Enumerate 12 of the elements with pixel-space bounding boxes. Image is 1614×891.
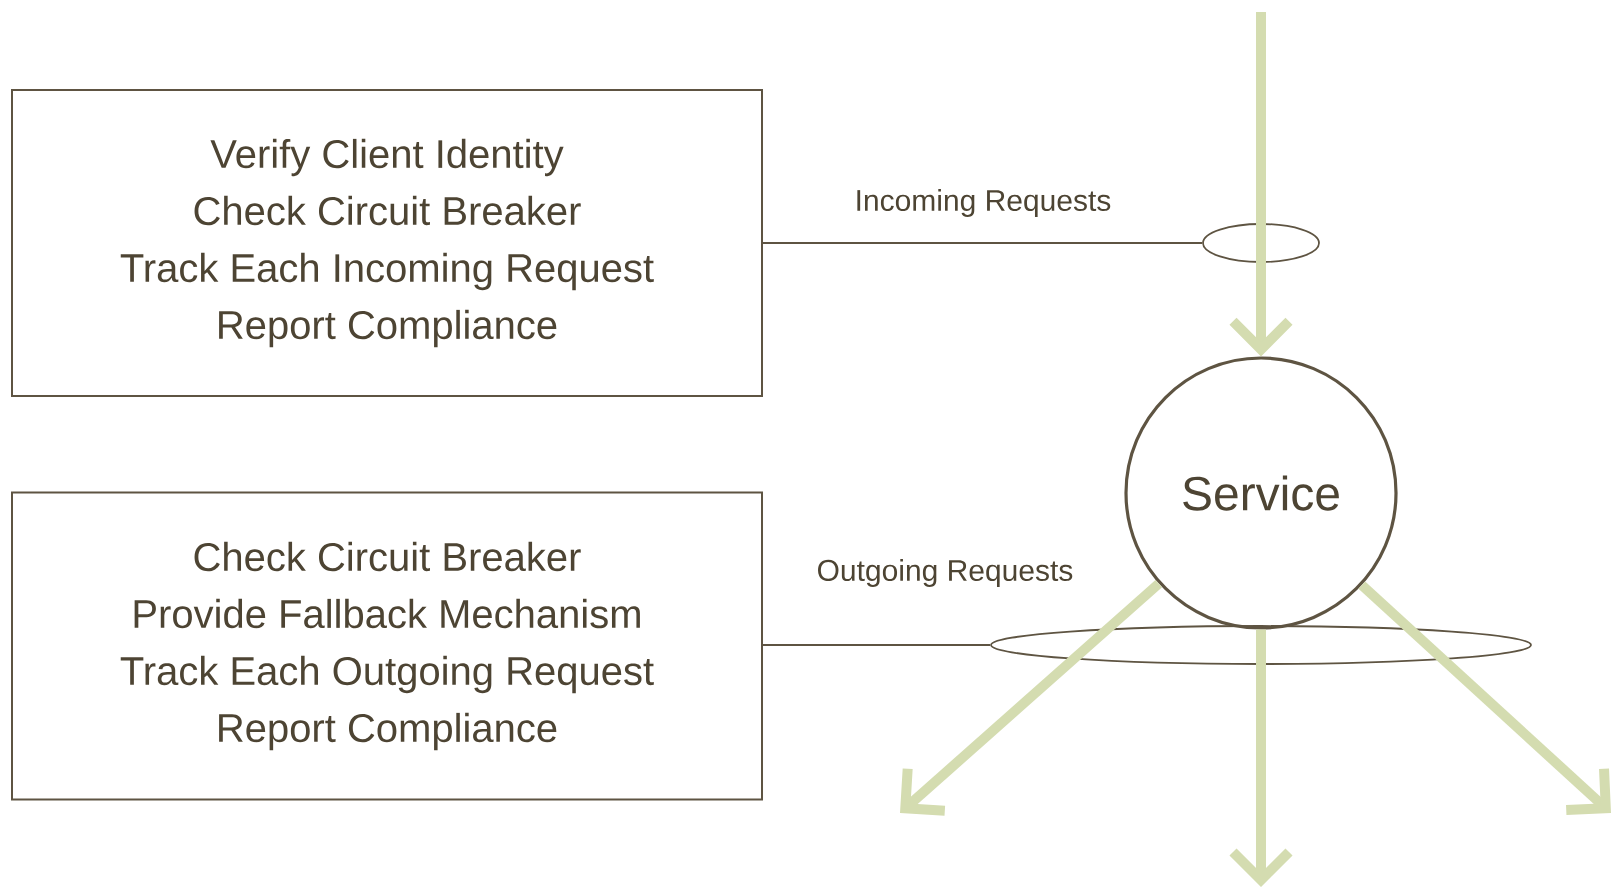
edge-label: Outgoing Requests	[818, 559, 1073, 587]
text-box: Check Circuit Breaker Provide Fallback Mechanism Track Each Outgoing Request Report Compliance	[11, 491, 763, 801]
text-box: Verify Client Identity Check Circuit Breaker Track Each Incoming Request Report Compliance	[11, 89, 763, 397]
arrow	[1229, 12, 1293, 357]
edge-label: Incoming Requests	[857, 189, 1111, 217]
arrow	[900, 579, 1163, 816]
arrow	[1229, 629, 1293, 887]
ellipse	[990, 625, 1532, 665]
ellipse	[1202, 223, 1320, 263]
arrow	[1358, 581, 1611, 815]
connector-line	[762, 644, 992, 646]
connector-line	[762, 242, 1204, 244]
